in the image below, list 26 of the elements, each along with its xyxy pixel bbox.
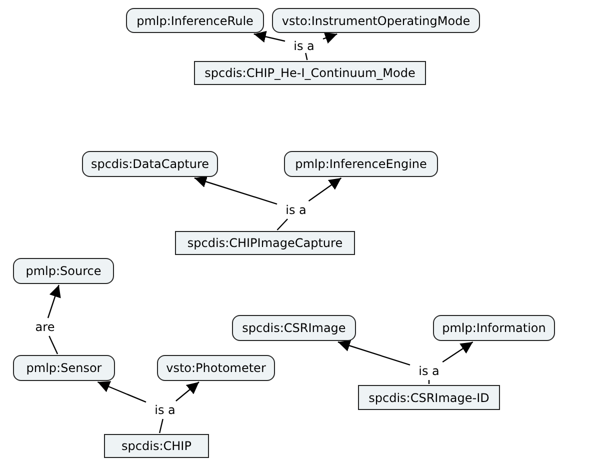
concept-box: vsto:Photometer [157, 355, 275, 381]
concept-box: pmlp:InferenceEngine [284, 151, 438, 177]
connector [48, 336, 58, 354]
concept-box: pmlp:Sensor [13, 355, 115, 381]
connector [308, 178, 342, 202]
instance-box: spcdis:CSRImage-ID [358, 385, 500, 410]
connector [194, 176, 278, 205]
connector [305, 52, 308, 60]
connector [442, 342, 474, 362]
concept-box: pmlp:Source [13, 258, 114, 284]
instance-box: spcdis:CHIPImageCapture [175, 231, 355, 255]
connector [322, 32, 338, 44]
concept-box: spcdis:DataCapture [82, 151, 218, 177]
instance-box: spcdis:CHIP_He-I_Continuum_Mode [194, 61, 426, 85]
connector [97, 381, 146, 403]
connector [158, 418, 164, 434]
concept-box: spcdis:CSRImage [232, 315, 356, 341]
instance-box: spcdis:CHIP [104, 434, 209, 458]
connector [338, 340, 410, 366]
concept-box: pmlp:InferenceRule [126, 8, 264, 33]
connector [176, 382, 200, 402]
concept-box: pmlp:Information [433, 315, 555, 341]
connector [254, 30, 286, 43]
connector [47, 284, 61, 318]
connector [276, 218, 288, 230]
concept-box: vsto:InstrumentOperatingMode [272, 8, 480, 33]
